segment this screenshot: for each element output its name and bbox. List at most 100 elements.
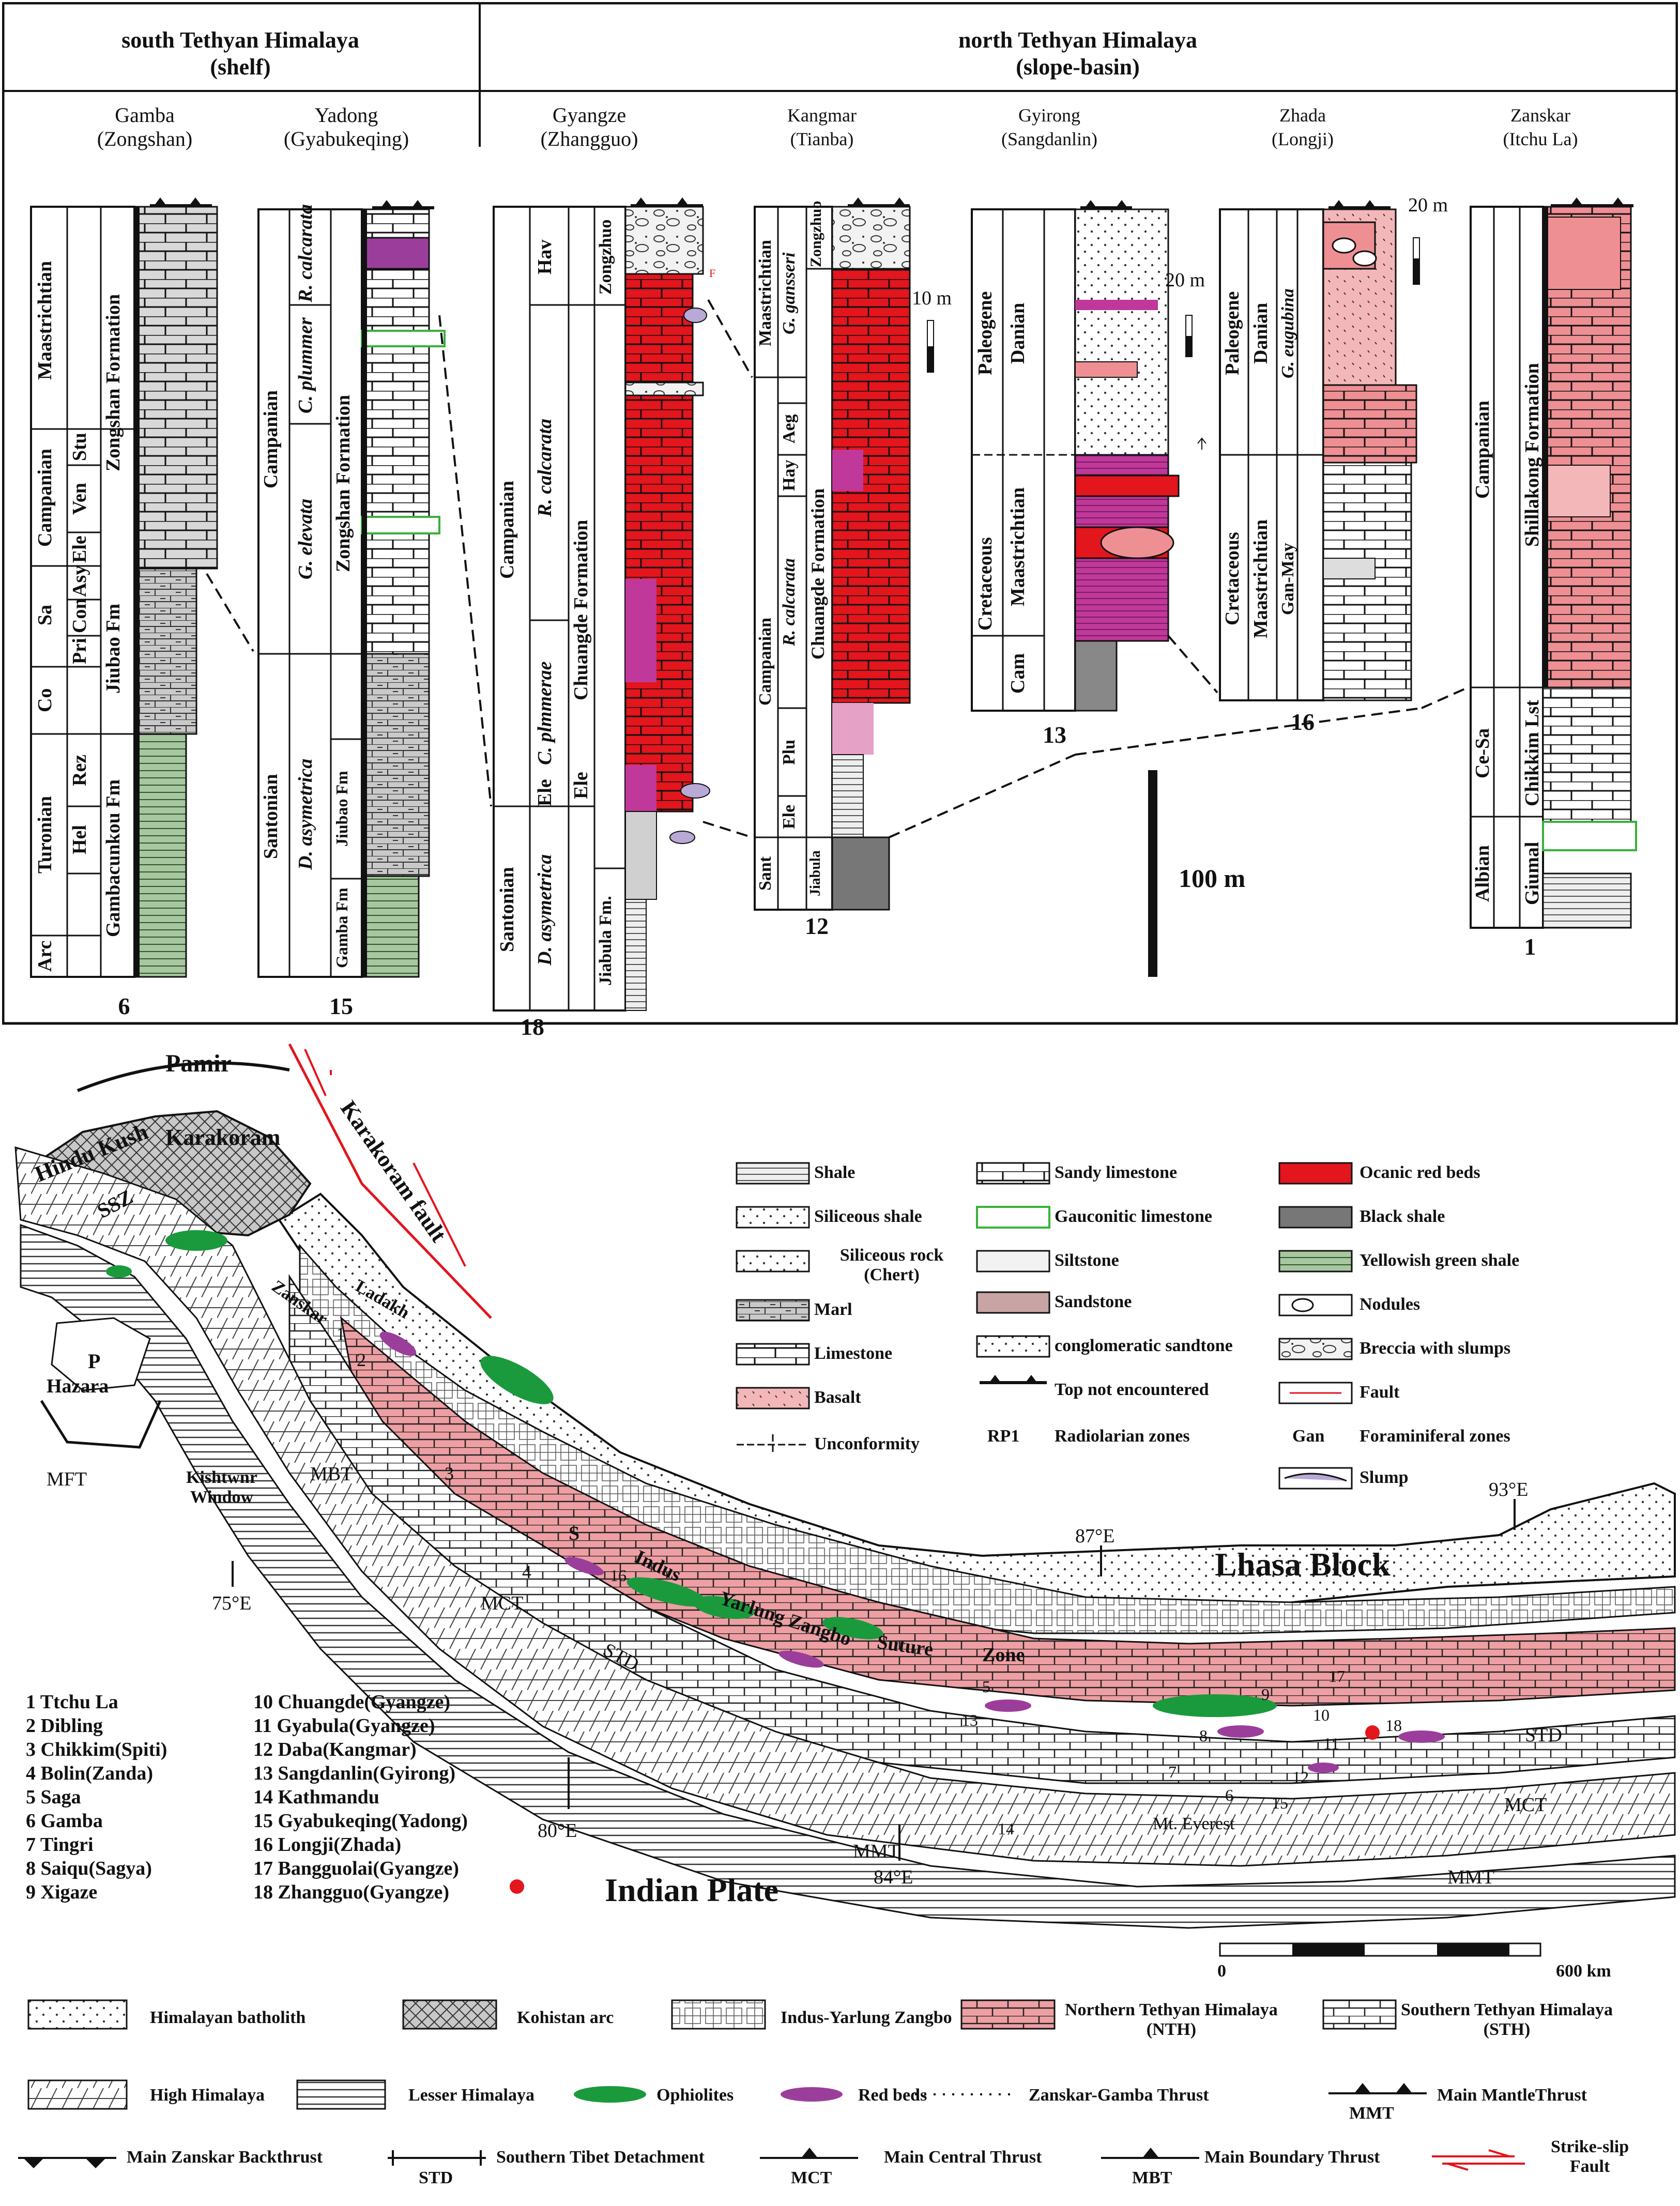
loc-12-a: Kangmar xyxy=(787,105,857,126)
legend-marl: Marl xyxy=(814,1300,852,1319)
loc-15-b: (Gyabukeqing) xyxy=(283,127,409,150)
map-indian-plate: Indian Plate xyxy=(605,1872,779,1908)
s6-zongshan-fm: Zongshan Formation xyxy=(102,294,124,471)
map-87e: 87°E xyxy=(1075,1525,1115,1547)
loc-12-b: (Tianba) xyxy=(790,129,854,149)
map-75e: 75°E xyxy=(212,1592,252,1614)
legend-breccia: Breccia with slumps xyxy=(1360,1339,1511,1358)
scale-100m: 100 m xyxy=(1179,864,1246,893)
s12-sant: Sant xyxy=(756,856,775,891)
map-site-17: 17 xyxy=(1328,1667,1345,1686)
s6-sa: Sa xyxy=(34,604,56,626)
map-site-16: 16 xyxy=(610,1566,627,1585)
s18-d-asymetrica: D. asymetrica xyxy=(534,854,556,966)
map-mmt-1: MMT xyxy=(853,1841,900,1862)
s18-jiabula-fm: Jiabula Fm. xyxy=(596,896,615,986)
ml-kohistan: Kohistan arc xyxy=(517,2008,614,2027)
secnum-18: 18 xyxy=(521,1014,544,1040)
map-kishtwar-a: Kishtwnr xyxy=(186,1468,257,1487)
ml-std-code: STD xyxy=(419,2168,453,2187)
secnum-1: 1 xyxy=(1524,933,1536,960)
map-karakoram: Karakoram xyxy=(165,1125,281,1150)
map-meridians xyxy=(232,1499,1516,1861)
locality-10: 10 Chuangde(Gyangze) xyxy=(253,1691,451,1713)
s6-gambacunkou-fm: Gambacunkou Fm xyxy=(102,779,124,937)
s16-paleogene: Paleogene xyxy=(1221,291,1243,376)
map-std-2: STD xyxy=(1525,1724,1562,1746)
legend-black-shale: Black shale xyxy=(1360,1207,1445,1226)
scale-10m: 10 m xyxy=(912,287,952,309)
map-site-18: 18 xyxy=(1385,1716,1402,1735)
ml-batholith: Himalayan batholith xyxy=(150,2008,306,2027)
map-scale-zero: 0 xyxy=(1217,1962,1226,1981)
map-mft: MFT xyxy=(47,1468,87,1490)
ml-sth-a: Southern Tethyan Himalaya xyxy=(1401,2000,1613,2019)
s1-ce-sa: Ce-Sa xyxy=(1472,728,1493,779)
s18-campanian: Campanian xyxy=(496,480,518,579)
loc-6-a: Gamba xyxy=(115,103,175,127)
legend-chert: Siliceous rock (Chert) xyxy=(839,1246,944,1284)
locality-14: 14 Kathmandu xyxy=(253,1786,379,1808)
secnum-15: 15 xyxy=(329,993,353,1019)
map-s: S xyxy=(569,1523,580,1544)
s15-c-plummer: C. plummer xyxy=(295,317,316,414)
ml-ophiolites: Ophiolites xyxy=(656,2086,734,2105)
s15-santonian: Santonian xyxy=(260,774,282,860)
legend-unconformity: Unconformity xyxy=(814,1434,920,1453)
tectonic-map xyxy=(14,1043,1676,1957)
s12-plu: Plu xyxy=(780,739,799,765)
localities-right: 10 Chuangde(Gyangze) 11 Gyabula(Gyangze)… xyxy=(253,1690,468,1904)
s6-hel: Hel xyxy=(69,825,90,855)
ml-mct-code: MCT xyxy=(791,2168,832,2187)
header-north-line2: (slope-basin) xyxy=(1016,54,1140,80)
s18-r-calcarata: R. calcarata xyxy=(534,419,556,517)
s12-r-calcarata: R. calcarata xyxy=(780,558,799,646)
s16-maastrichtian: Maastrichtian xyxy=(1250,519,1272,639)
loc-1-b: (Itchu La) xyxy=(1503,129,1578,149)
map-hazara: Hazara xyxy=(47,1375,109,1397)
s6-pri: Pri xyxy=(69,638,90,664)
map-lesser-himalaya xyxy=(20,1223,1676,1929)
s6-co: Co xyxy=(34,688,56,713)
map-site-4: 4 xyxy=(522,1561,531,1582)
s6-arc: Arc xyxy=(34,940,56,972)
s18-hav: Hav xyxy=(534,239,556,275)
ml-sth-b: (STH) xyxy=(1483,2020,1531,2039)
map-mmt-2: MMT xyxy=(1447,1866,1494,1888)
loc-6: Gamba(Zongshan) xyxy=(83,103,207,151)
ml-sth: Southern Tethyan Himalaya(STH) xyxy=(1401,2000,1613,2040)
s12-g-gansseri: G. gansseri xyxy=(780,252,799,334)
secnum-13: 13 xyxy=(1043,722,1066,748)
legend-sandstone: Sandstone xyxy=(1055,1292,1132,1311)
column-15 xyxy=(257,200,446,978)
s12-ele: Ele xyxy=(780,804,799,829)
map-84e: 84°E xyxy=(874,1866,913,1888)
s6-asy: Asy xyxy=(69,565,90,597)
loc-1-a: Zanskar xyxy=(1510,105,1570,126)
loc-16: Zhada(Longji) xyxy=(1241,103,1365,151)
s6-turonian: Turonian xyxy=(34,796,56,874)
loc-1: Zanskar (Itchu La) xyxy=(1478,103,1602,151)
map-red-beds xyxy=(379,1331,1445,1773)
s15-jiubao-fm: Jiubao Fm xyxy=(332,771,351,847)
s13-maastrichtian: Maastrichtian xyxy=(1007,487,1029,606)
locality-3: 3 Chikkim(Spiti) xyxy=(26,1739,167,1760)
loc-18-b: (Zhangguo) xyxy=(540,127,638,150)
frame-lines xyxy=(2,2,1678,1025)
fault-mark-18: F xyxy=(709,267,716,280)
s16-danian: Danian xyxy=(1250,302,1272,364)
map-site-2: 2 xyxy=(357,1350,366,1370)
legend-foram-zones: Foraminiferal zones xyxy=(1360,1427,1510,1446)
legend-limestone: Limestone xyxy=(814,1344,893,1363)
s13-paleogene: Paleogene xyxy=(974,291,996,376)
map-mct-2: MCT xyxy=(1504,1794,1547,1816)
map-site-13: 13 xyxy=(961,1711,978,1729)
s18-c-plmmerae: C. plmmerae xyxy=(534,661,556,765)
map-site-3: 3 xyxy=(445,1463,454,1484)
column-12 xyxy=(754,197,934,911)
map-site-6: 6 xyxy=(1225,1786,1233,1804)
legend-slump: Slump xyxy=(1360,1468,1409,1487)
loc-13: Gyirong(Sangdanlin) xyxy=(972,103,1127,151)
